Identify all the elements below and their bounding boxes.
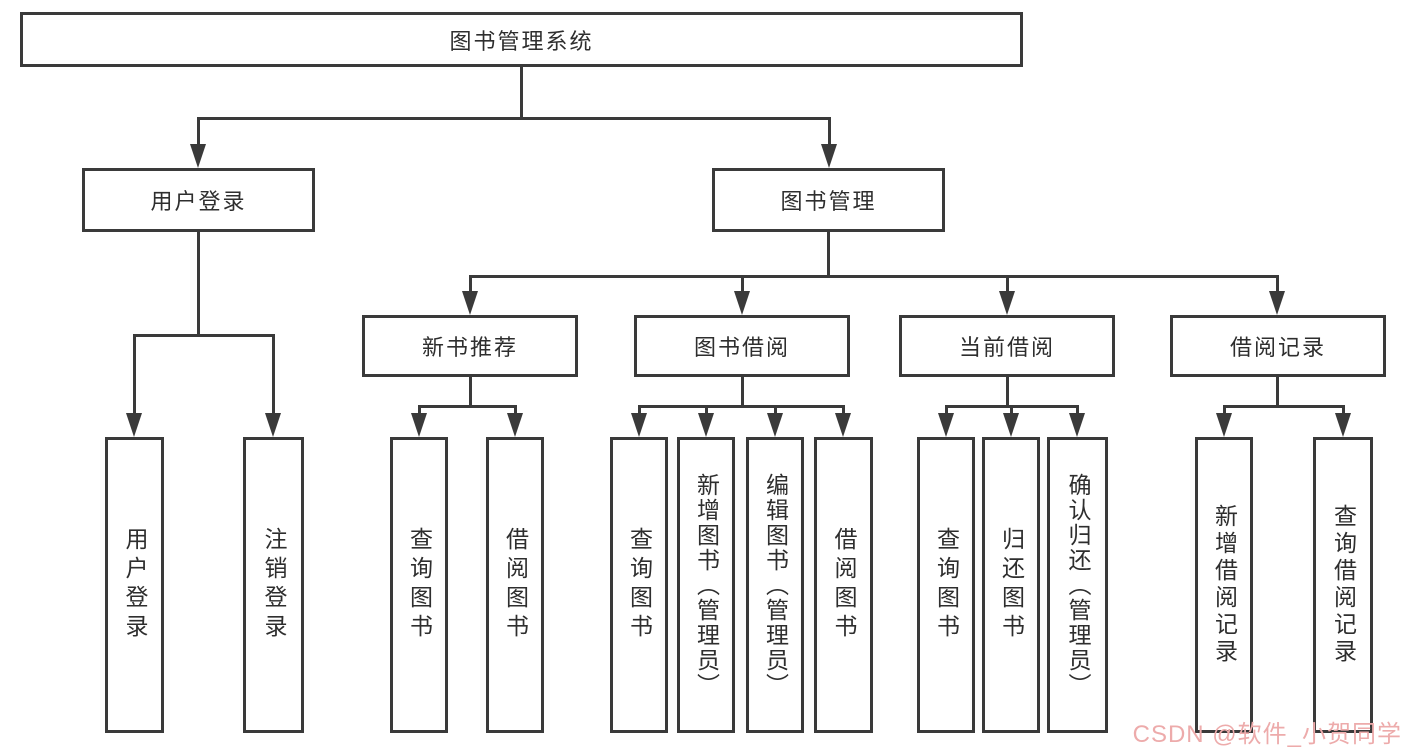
node-label: 确认归还（管理员）	[1065, 472, 1091, 698]
arrow-down-icon	[1335, 405, 1351, 437]
node-user-login: 用户登录	[82, 168, 315, 232]
node-leaf-user-login: 用户登录	[105, 437, 164, 733]
connector-line	[133, 334, 275, 337]
node-leaf-return-book: 归还图书	[982, 437, 1040, 733]
node-label: 当前借阅	[958, 335, 1055, 360]
connector-line	[520, 67, 523, 120]
connector-line	[741, 375, 744, 408]
node-leaf-borrow-book: 借阅图书	[486, 437, 544, 733]
node-leaf-query-book: 查询图书	[610, 437, 668, 733]
node-leaf-edit-book-admin: 编辑图书（管理员）	[746, 437, 804, 733]
node-label: 新增借阅记录	[1211, 504, 1238, 666]
node-label: 借阅图书	[502, 527, 529, 643]
arrow-down-icon	[734, 275, 750, 315]
connector-line	[1223, 405, 1344, 408]
arrow-down-icon	[1069, 405, 1085, 437]
node-leaf-confirm-return-admin: 确认归还（管理员）	[1047, 437, 1108, 733]
arrow-down-icon	[938, 405, 954, 437]
node-leaf-logout: 注销登录	[243, 437, 304, 733]
csdn-watermark: CSDN @软件_小贺同学	[1132, 721, 1402, 747]
connector-line	[197, 117, 831, 120]
arrow-down-icon	[698, 405, 714, 437]
node-label: 图书借阅	[693, 335, 790, 360]
node-label: 查询图书	[933, 527, 960, 643]
node-label: 用户登录	[150, 189, 247, 214]
arrow-down-icon	[265, 334, 281, 437]
node-label: 图书管理	[780, 189, 877, 214]
connector-line	[1006, 375, 1009, 408]
arrow-down-icon	[462, 275, 478, 315]
node-leaf-add-borrow-record: 新增借阅记录	[1195, 437, 1253, 733]
arrow-down-icon	[1216, 405, 1232, 437]
arrow-down-icon	[1003, 405, 1019, 437]
arrow-down-icon	[821, 117, 837, 168]
node-label: 注销登录	[261, 527, 287, 643]
node-label: 编辑图书（管理员）	[762, 472, 789, 698]
node-leaf-query-borrow-record: 查询借阅记录	[1313, 437, 1373, 733]
node-label: 新书推荐	[421, 335, 518, 360]
node-label: 归还图书	[998, 527, 1025, 643]
connector-line	[469, 275, 1279, 278]
connector-line	[418, 405, 516, 408]
arrow-down-icon	[190, 117, 206, 168]
arrow-down-icon	[631, 405, 647, 437]
node-label: 新增图书（管理员）	[693, 472, 720, 698]
arrow-down-icon	[1269, 275, 1285, 315]
node-label: 借阅图书	[831, 527, 857, 643]
node-label: 查询图书	[626, 527, 653, 643]
connector-line	[197, 232, 200, 337]
node-label: 用户登录	[122, 527, 148, 643]
connector-line	[1276, 375, 1279, 408]
node-label: 图书管理系统	[449, 28, 594, 54]
connector-line	[827, 232, 830, 278]
connector-line	[469, 375, 472, 408]
node-book-management: 图书管理	[712, 168, 945, 232]
node-leaf-query-book: 查询图书	[390, 437, 448, 733]
arrow-down-icon	[126, 334, 142, 437]
node-label: 查询图书	[406, 527, 433, 643]
node-label: 借阅记录	[1229, 335, 1326, 360]
arrow-down-icon	[999, 275, 1015, 315]
node-new-book-recommend: 新书推荐	[362, 315, 578, 377]
node-leaf-add-book-admin: 新增图书（管理员）	[677, 437, 735, 733]
node-book-borrowing: 图书借阅	[634, 315, 850, 377]
connector-line	[638, 405, 845, 408]
arrow-down-icon	[767, 405, 783, 437]
arrow-down-icon	[411, 405, 427, 437]
node-root-library-system: 图书管理系统	[20, 12, 1023, 67]
node-current-borrowing: 当前借阅	[899, 315, 1115, 377]
node-label: 查询借阅记录	[1330, 504, 1357, 666]
node-borrowing-records: 借阅记录	[1170, 315, 1386, 377]
node-leaf-query-book: 查询图书	[917, 437, 975, 733]
node-leaf-borrow-book: 借阅图书	[814, 437, 873, 733]
arrow-down-icon	[507, 405, 523, 437]
arrow-down-icon	[835, 405, 851, 437]
